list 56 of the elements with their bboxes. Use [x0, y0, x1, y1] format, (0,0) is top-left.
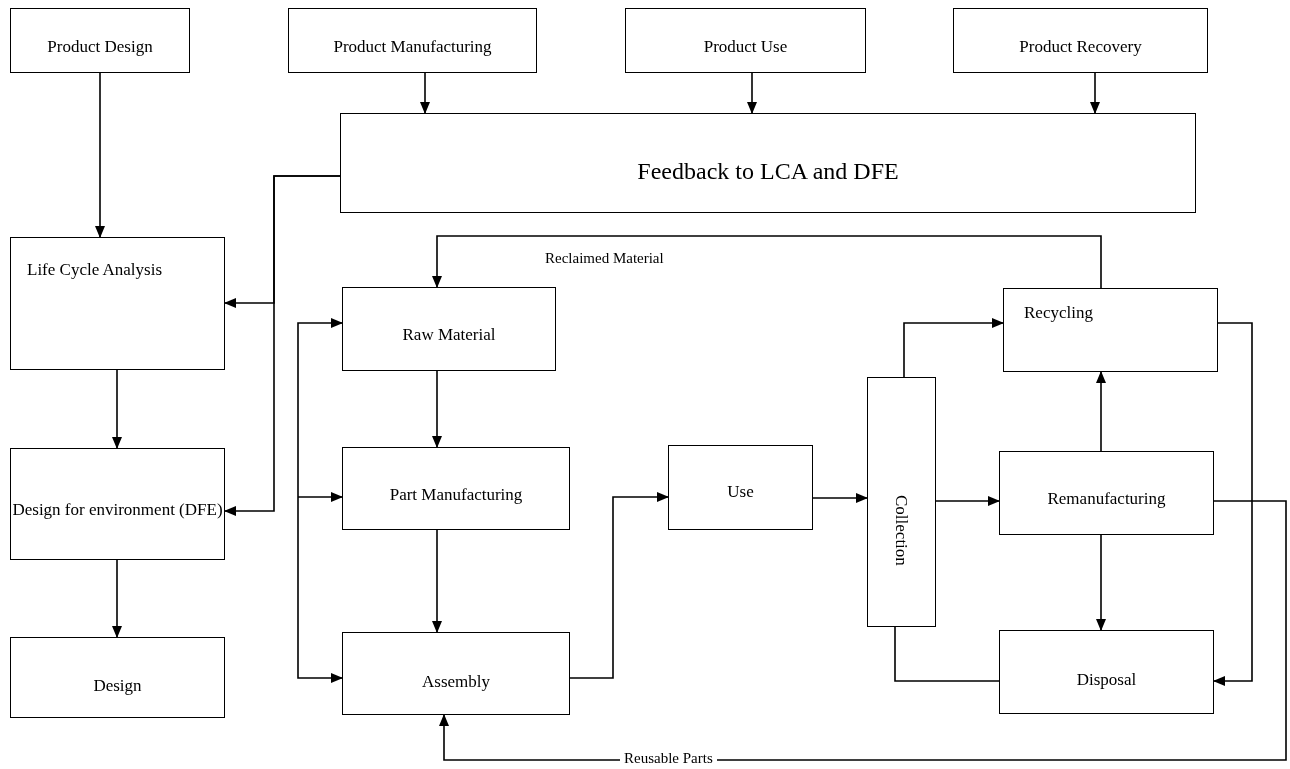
box-label: Life Cycle Analysis — [27, 259, 164, 281]
arrow — [1096, 371, 1106, 452]
process-box — [999, 451, 1214, 535]
process-box — [10, 237, 225, 370]
box-label: Part Manufacturing — [388, 483, 524, 506]
box-label: Use — [726, 480, 755, 503]
arrow — [420, 72, 430, 114]
arrow — [935, 496, 1000, 506]
arrow — [1090, 72, 1100, 114]
box-label: Design for environment (DFE) — [11, 499, 224, 522]
edge-label: Reusable Parts — [620, 751, 717, 766]
process-box — [668, 445, 813, 530]
box-label: Disposal — [1075, 669, 1138, 692]
process-box — [342, 447, 570, 530]
process-box — [340, 113, 1196, 213]
arrow — [432, 370, 442, 448]
box-label: Product Recovery — [1018, 35, 1143, 58]
connector-line — [894, 626, 1000, 682]
arrow — [112, 559, 122, 638]
box-label: Product Manufacturing — [332, 35, 493, 58]
process-box — [10, 8, 190, 73]
arrow — [903, 318, 1004, 378]
arrow — [224, 175, 341, 516]
process-box — [10, 637, 225, 718]
arrow — [432, 235, 1102, 289]
process-box — [288, 8, 537, 73]
arrow — [297, 496, 343, 683]
box-label: Product Design — [46, 35, 154, 58]
arrow — [1213, 322, 1253, 686]
process-box — [342, 632, 570, 715]
box-label: Assembly — [421, 670, 491, 693]
arrow — [569, 492, 669, 679]
box-label: Recycling — [1024, 302, 1094, 324]
arrow — [297, 492, 343, 502]
box-label: Design — [92, 674, 143, 697]
process-box — [10, 448, 225, 560]
arrow — [297, 318, 343, 498]
process-box — [342, 287, 556, 371]
arrow — [439, 500, 1287, 761]
box-label: Product Use — [702, 35, 789, 58]
process-box — [867, 377, 936, 627]
box-label: Feedback to LCA and DFE — [636, 156, 900, 186]
arrow — [112, 369, 122, 449]
edge-label: Reclaimed Material — [545, 251, 664, 266]
arrow — [812, 493, 868, 503]
process-box — [625, 8, 866, 73]
arrow — [95, 72, 105, 238]
arrow — [747, 72, 757, 114]
box-label: Collection — [891, 494, 913, 566]
box-label: Remanufacturing — [1046, 488, 1167, 511]
process-box — [953, 8, 1208, 73]
box-label: Raw Material — [401, 324, 497, 347]
arrow — [432, 529, 442, 633]
arrow — [1096, 534, 1106, 631]
process-box — [999, 630, 1214, 714]
process-box — [1003, 288, 1218, 372]
